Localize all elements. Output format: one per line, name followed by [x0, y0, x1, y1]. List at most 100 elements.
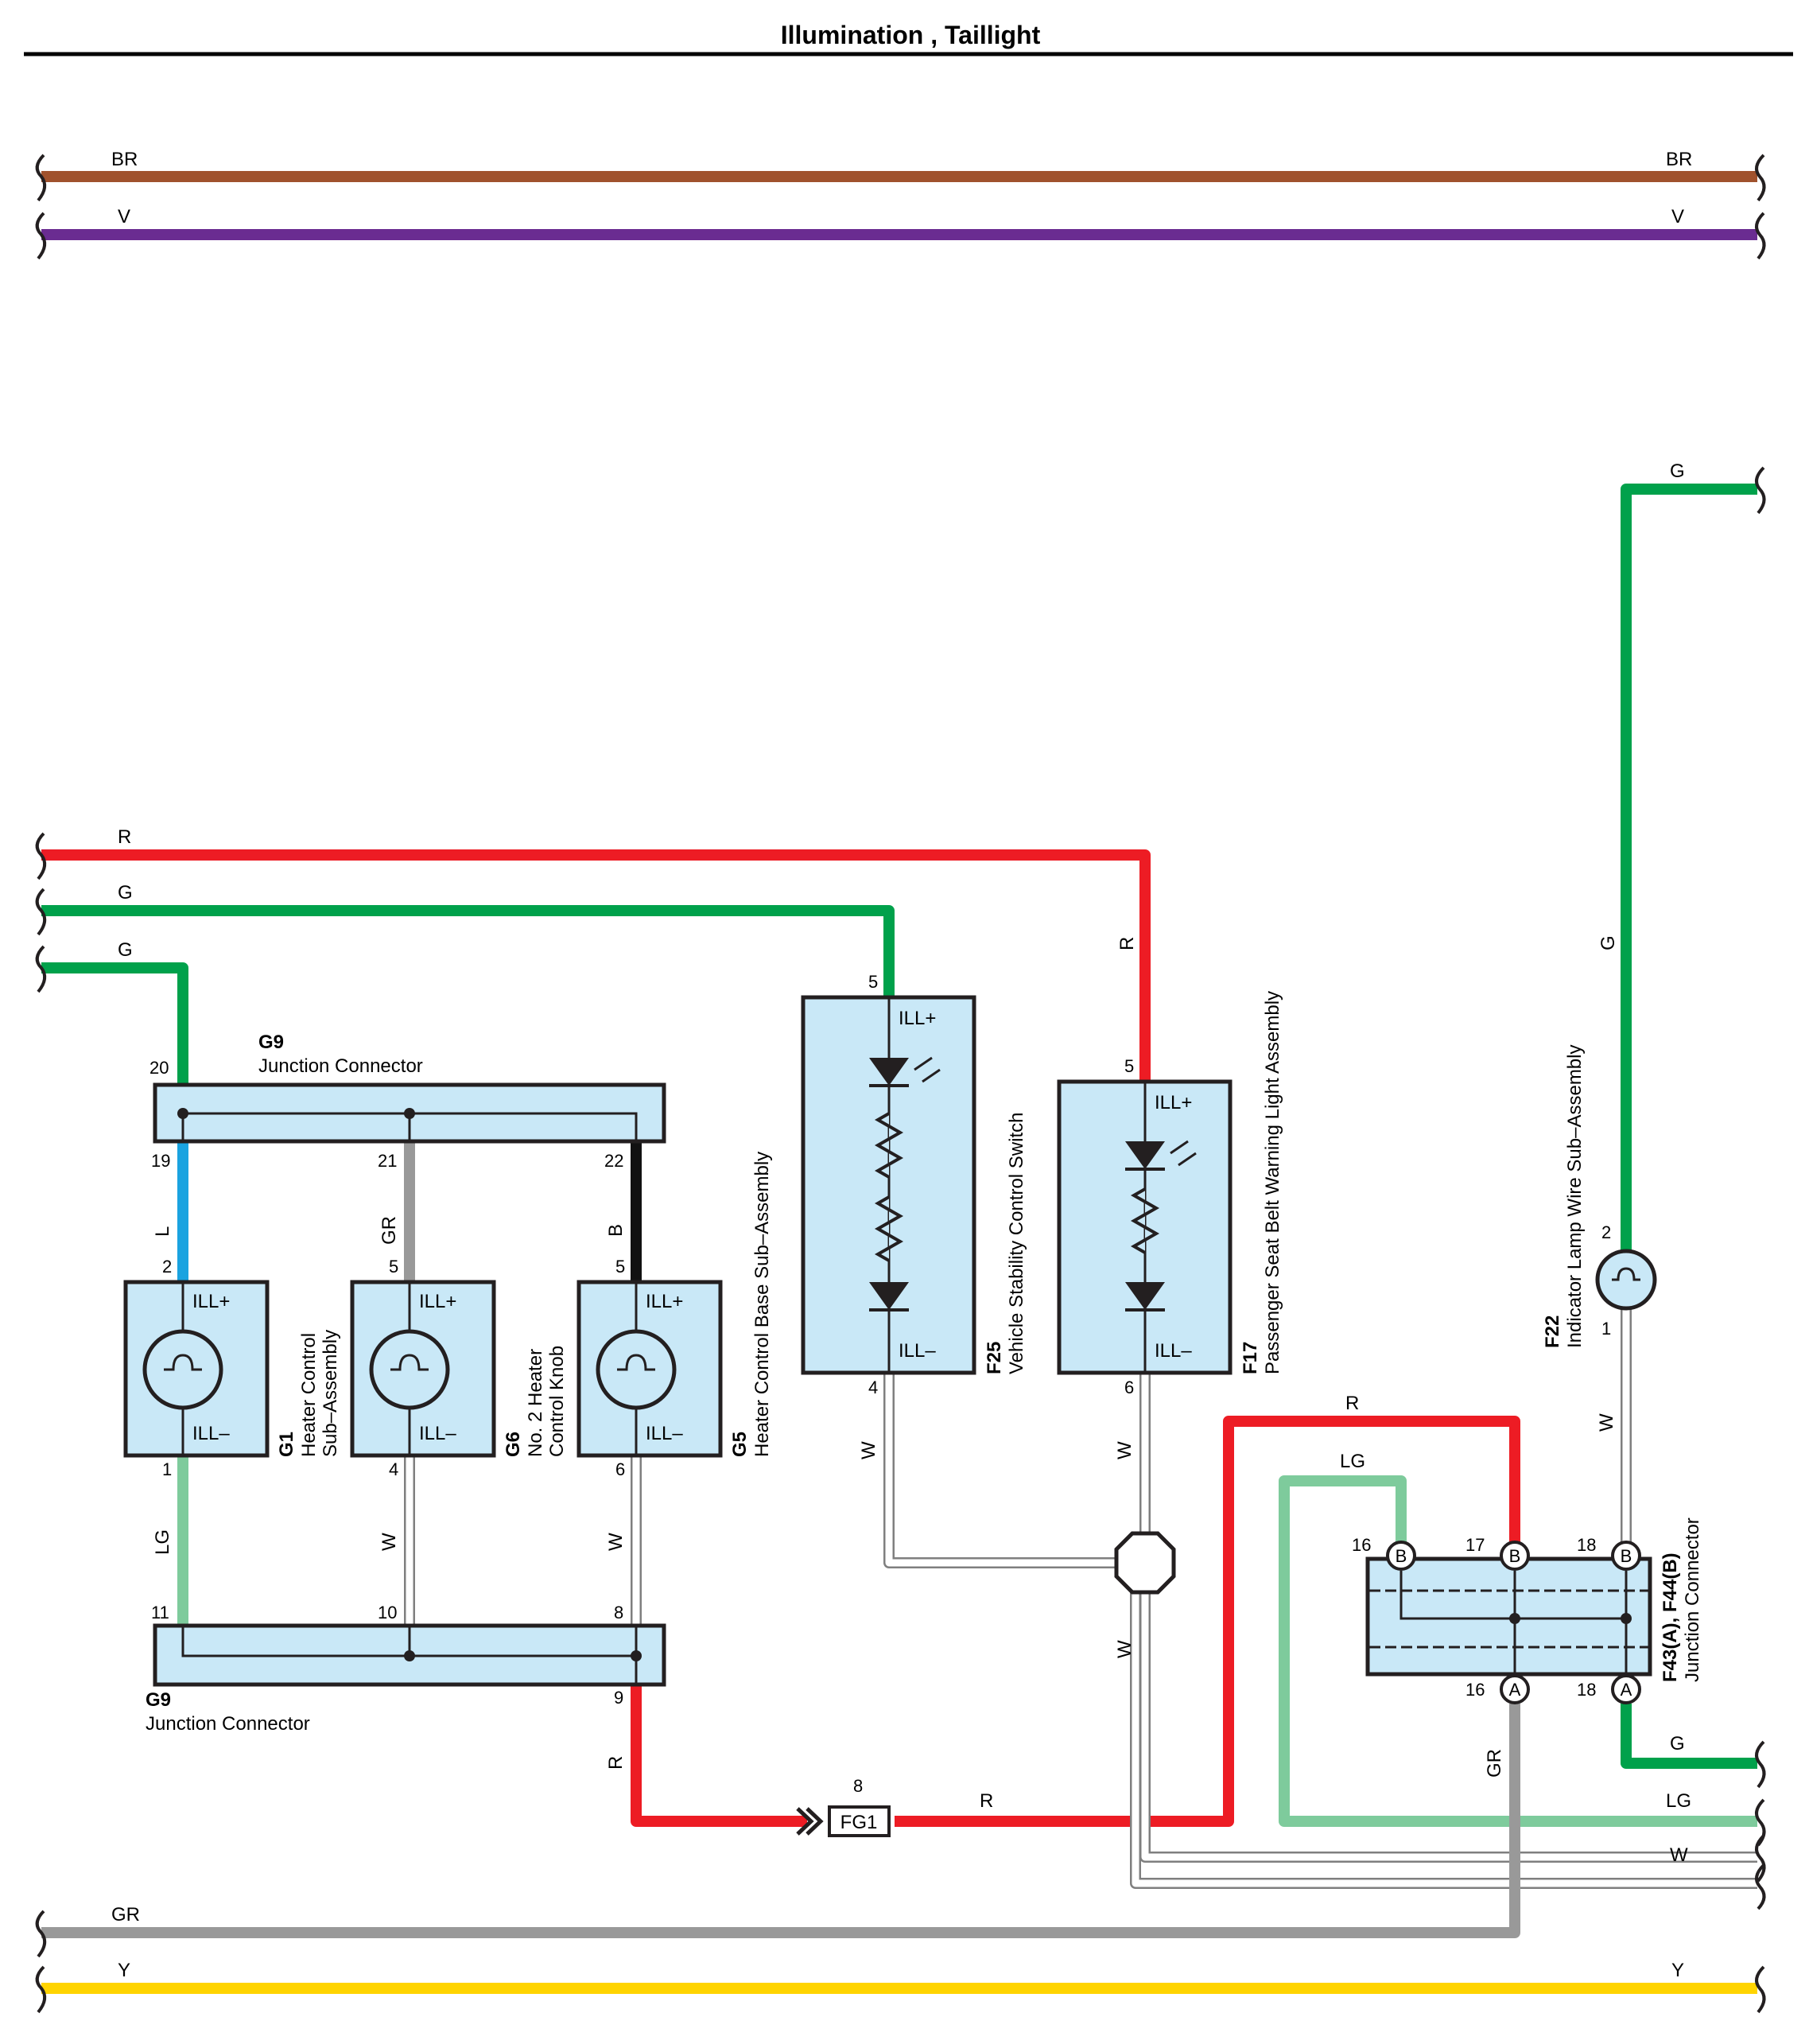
label-g-f22-vert: G: [1597, 935, 1619, 950]
break-right-w2: [1755, 1863, 1766, 1910]
fg1-pin: 8: [853, 1776, 863, 1796]
wire-r-g9-fg1: [631, 1685, 807, 1827]
break-left-v: [35, 212, 47, 260]
f25-component: ILL+ ILL– 5 4 F25 Vehicle Stability Cont…: [801, 972, 1027, 1397]
f22-pin-top: 2: [1601, 1222, 1611, 1242]
label-g-top1: G: [118, 882, 133, 903]
g6-ill-plus: ILL+: [419, 1291, 456, 1312]
resistor-icon: [1130, 1187, 1160, 1254]
f43-tag-16a: [1500, 1674, 1530, 1704]
label-lg-f43: LG: [1340, 1451, 1365, 1472]
break-right-y: [1755, 1965, 1766, 2014]
break-right-w: [1755, 1834, 1766, 1883]
break-left-g2: [35, 945, 47, 993]
filament-icon: [164, 1354, 202, 1371]
f25-code: F25: [984, 1342, 1005, 1374]
label-g-f22-top: G: [1670, 460, 1685, 482]
g9-top-pin-20: 20: [149, 1058, 169, 1078]
diode-icon: [1125, 1282, 1165, 1310]
wires: [41, 171, 1757, 1994]
label-r-g9: R: [605, 1756, 627, 1770]
wire-lg-f43: [1279, 1475, 1757, 1827]
wire-w-lower-core: [1132, 1591, 1757, 1887]
break-left-r: [35, 832, 47, 880]
f43-node-1: [1509, 1613, 1520, 1624]
label-w-g6: W: [378, 1533, 400, 1551]
break-left-br: [35, 153, 47, 202]
g9-bottom-connector: 11 10 8 9 G9 Junction Connector: [146, 1603, 666, 1735]
f25-pin-bottom: 4: [868, 1378, 878, 1397]
label-y-left: Y: [118, 1960, 130, 1981]
g1-name-1: Heater Control: [298, 1333, 320, 1457]
f43-tag-17b: [1500, 1541, 1530, 1571]
led-icon: [1125, 1141, 1165, 1169]
g6-name-2: Control Knob: [546, 1346, 568, 1457]
f17-pin-top: 5: [1124, 1056, 1134, 1076]
bulb-icon: [142, 1329, 223, 1410]
label-gr-f43: GR: [1484, 1749, 1505, 1778]
wire-r-fg1-f43: [895, 1416, 1520, 1827]
f43-f44-connector: B B B 16 17 18 A A 16 18 F43(A), F44(B) …: [1352, 1517, 1703, 1704]
resistor-icon: [874, 1112, 904, 1179]
g1-name-2: Sub–Assembly: [320, 1330, 341, 1457]
wire-g-f43-out: [1621, 1704, 1757, 1769]
f17-component: ILL+ ILL– 5 6 F17 Passenger Seat Belt Wa…: [1057, 991, 1283, 1397]
g6-pin-top: 5: [389, 1257, 398, 1277]
f25-ill-minus: ILL–: [899, 1340, 936, 1362]
g6-pin-bottom: 4: [389, 1459, 398, 1479]
label-r-fg1: R: [980, 1790, 993, 1812]
g9-bottom-name: Junction Connector: [146, 1713, 310, 1735]
f43-tag-18a: [1611, 1674, 1641, 1704]
f17-ill-plus: ILL+: [1155, 1092, 1192, 1113]
f43-name: Junction Connector: [1682, 1517, 1703, 1682]
f25-pin-top: 5: [868, 972, 878, 992]
f25-name: Vehicle Stability Control Switch: [1006, 1113, 1027, 1374]
g9-top-pin-21: 21: [378, 1151, 397, 1171]
break-right-g: [1755, 1740, 1766, 1789]
g9-top-name: Junction Connector: [258, 1055, 423, 1077]
label-w-f22: W: [1596, 1413, 1617, 1432]
wire-g-to-f25: [41, 905, 895, 997]
g6-name-1: No. 2 Heater: [525, 1349, 546, 1457]
label-b-g5: B: [605, 1224, 627, 1237]
f43-body: [1365, 1556, 1652, 1677]
f17-pin-bottom: 6: [1124, 1378, 1134, 1397]
g9-top-node-2: [404, 1108, 415, 1119]
f25-ill-plus: ILL+: [899, 1008, 936, 1029]
label-gr-left: GR: [111, 1904, 140, 1925]
g5-ill-minus: ILL–: [646, 1423, 683, 1444]
f43-tag-18a-letter: A: [1621, 1680, 1632, 1700]
g1-ill-minus: ILL–: [192, 1423, 230, 1444]
break-right-g-top: [1755, 466, 1766, 515]
wire-gr-f43-out: [41, 1704, 1520, 1938]
f43-node-2: [1621, 1613, 1632, 1624]
f17-code: F17: [1240, 1342, 1261, 1374]
f43-tag-16b-letter: B: [1396, 1546, 1407, 1566]
g9-bottom-pin-8: 8: [614, 1603, 623, 1622]
f17-ill-minus: ILL–: [1155, 1340, 1192, 1362]
label-r-f43: R: [1345, 1393, 1359, 1414]
label-g-top2: G: [118, 939, 133, 961]
f43-pin-16-top: 16: [1352, 1535, 1371, 1555]
g9-bottom-pin-11: 11: [151, 1603, 169, 1622]
chevron-arrow-icon: [796, 1807, 824, 1836]
bulb-icon: [596, 1329, 677, 1410]
wire-g-to-g9: [41, 962, 188, 1085]
f43-pin-18-bottom: 18: [1577, 1680, 1596, 1700]
bulb-icon: [1595, 1249, 1657, 1311]
filament-icon: [617, 1354, 655, 1371]
filament-icon: [390, 1354, 429, 1371]
f17-name: Passenger Seat Belt Warning Light Assemb…: [1262, 991, 1283, 1374]
g9-top-node-1: [177, 1108, 188, 1119]
f43-code: F43(A), F44(B): [1660, 1552, 1681, 1682]
g6-ill-minus: ILL–: [419, 1423, 456, 1444]
g1-pin-top: 2: [162, 1257, 172, 1277]
f43-tag-16a-letter: A: [1509, 1680, 1521, 1700]
label-v-left: V: [118, 206, 130, 227]
label-lg-right: LG: [1666, 1790, 1691, 1812]
wire-breaks: [35, 153, 1766, 2014]
label-br-right: BR: [1666, 149, 1692, 170]
g9-top-pin-22: 22: [604, 1151, 623, 1171]
g9-bottom-pin-10: 10: [378, 1603, 397, 1622]
